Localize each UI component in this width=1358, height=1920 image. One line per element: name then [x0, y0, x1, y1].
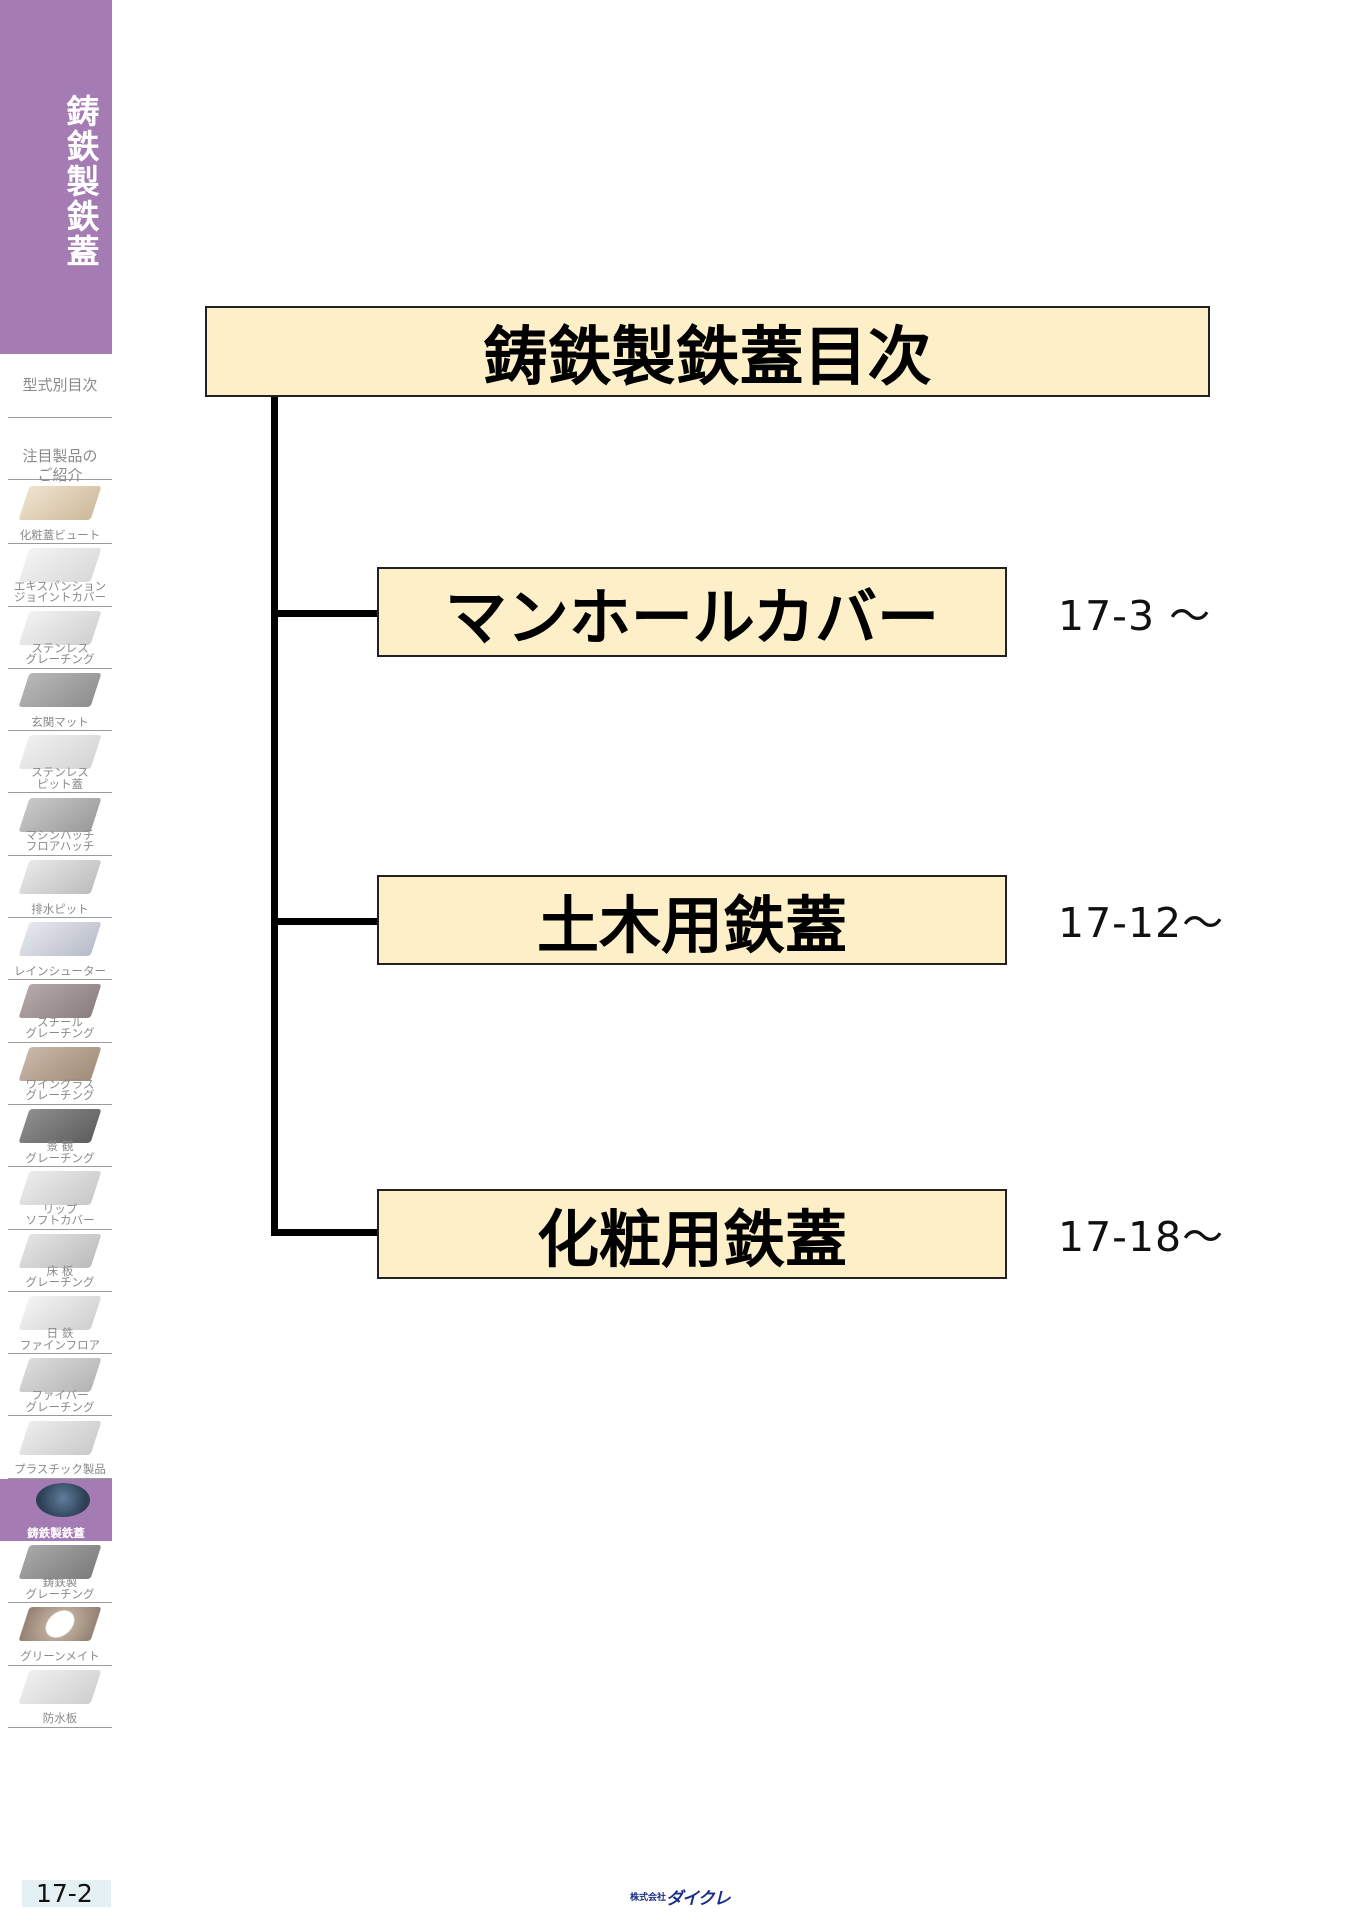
- sidebar-product-label: レインシューター: [14, 963, 106, 978]
- sidebar-product-item[interactable]: スチール グレーチング: [8, 980, 112, 1043]
- page-number: 17-2: [22, 1880, 111, 1907]
- sidebar-product-item[interactable]: 防水板: [8, 1666, 112, 1728]
- toc-entry-civil-iron-cover[interactable]: 土木用鉄蓋: [377, 875, 1007, 965]
- sidebar-product-label: リップ ソフトカバー: [25, 1201, 95, 1228]
- product-thumbnail-icon: [18, 984, 102, 1019]
- sidebar-product-label: 鋳鉄製鉄蓋: [27, 1525, 85, 1540]
- toc-page-ref: 17-12～: [1058, 899, 1225, 947]
- product-thumbnail-icon: [18, 1233, 102, 1268]
- sidebar-product-item[interactable]: マシンハッチ フロアハッチ: [8, 794, 112, 856]
- sidebar-product-label: 玄関マット: [31, 714, 89, 729]
- sidebar-product-label: 景 観 グレーチング: [25, 1139, 95, 1165]
- sidebar-product-label: ワイングラス グレーチング: [25, 1076, 95, 1103]
- sidebar-product-label: グリーンメイト: [20, 1649, 100, 1664]
- sidebar-product-item[interactable]: プラスチック製品: [8, 1417, 112, 1479]
- toc-entry-decorative-iron-cover[interactable]: 化粧用鉄蓋: [377, 1189, 1007, 1279]
- product-thumbnail-icon: [18, 1171, 102, 1206]
- sidebar-product-label: マシンハッチ フロアハッチ: [25, 827, 95, 854]
- product-thumbnail-icon: [18, 1046, 102, 1081]
- sidebar-product-item[interactable]: レインシューター: [8, 918, 112, 981]
- sidebar-product-item[interactable]: ステンレス ピット蓋: [8, 731, 112, 794]
- sidebar-product-item[interactable]: 床 板 グレーチング: [8, 1230, 112, 1292]
- company-logo: 株式会社ダイクレ: [630, 1884, 740, 1909]
- sidebar-section-header: 鋳鉄製鉄蓋: [0, 0, 112, 354]
- sidebar-product-item[interactable]: エキスパンション ジョイントカバー: [8, 544, 112, 607]
- sidebar-menu-label: 型式別目次: [22, 376, 98, 394]
- product-thumbnail-icon: [18, 1109, 102, 1143]
- sidebar-product-item[interactable]: 日 鉄 ファインフロア: [8, 1292, 112, 1355]
- sidebar-section-title: 鋳鉄製鉄蓋: [61, 93, 100, 269]
- sidebar-product-label: 防水板: [42, 1711, 78, 1726]
- tree-trunk-line: [271, 397, 278, 1233]
- product-thumbnail-icon: [18, 1420, 102, 1455]
- page-title: 鋳鉄製鉄蓋目次: [205, 306, 1210, 397]
- sidebar-product-label: ファイバー グレーチング: [25, 1388, 95, 1414]
- sidebar-menu-featured[interactable]: 注目製品の ご紹介: [8, 418, 112, 484]
- product-thumbnail-icon: [18, 922, 102, 957]
- product-thumbnail-icon: [18, 486, 102, 520]
- sidebar-menu-type-index[interactable]: 型式別目次: [8, 366, 112, 418]
- product-thumbnail-icon: [18, 1607, 102, 1642]
- product-thumbnail-icon: [18, 1295, 102, 1330]
- company-name: ダイクレ: [666, 1889, 731, 1909]
- sidebar-product-label: 床 板 グレーチング: [25, 1263, 95, 1290]
- tree-branch-line: [271, 918, 379, 925]
- sidebar-product-item[interactable]: 鋳鉄製 グレーチング: [8, 1541, 112, 1604]
- sidebar-product-item[interactable]: ファイバー グレーチング: [8, 1354, 112, 1417]
- sidebar-product-item[interactable]: 玄関マット: [8, 669, 112, 732]
- sidebar-product-item[interactable]: 化粧蓋ビュート: [8, 482, 112, 545]
- sidebar-product-item[interactable]: 景 観 グレーチング: [8, 1105, 112, 1168]
- sidebar-product-item[interactable]: ステンレス グレーチング: [8, 607, 112, 669]
- tree-branch-line: [271, 1229, 379, 1236]
- product-thumbnail-icon: [18, 797, 102, 832]
- product-thumbnail-icon: [36, 1482, 90, 1517]
- product-thumbnail-icon: [18, 735, 102, 770]
- sidebar-product-label: 排水ピット: [31, 901, 89, 916]
- sidebar-product-item[interactable]: リップ ソフトカバー: [8, 1167, 112, 1230]
- toc-page-ref: 17-18～: [1058, 1213, 1225, 1261]
- product-thumbnail-icon: [18, 859, 102, 894]
- tree-branch-line: [271, 610, 379, 617]
- sidebar-product-item[interactable]: 排水ピット: [8, 856, 112, 919]
- sidebar-product-label: ステンレス ピット蓋: [31, 765, 89, 791]
- product-thumbnail-icon: [18, 610, 102, 645]
- sidebar-product-label: エキスパンション ジョイントカバー: [13, 578, 107, 605]
- sidebar-product-label: ステンレス グレーチング: [25, 640, 95, 667]
- toc-page-ref: 17-3 ～: [1058, 592, 1212, 640]
- product-thumbnail-icon: [18, 548, 102, 583]
- sidebar-product-item[interactable]: グリーンメイト: [8, 1603, 112, 1666]
- sidebar-product-item[interactable]: ワイングラス グレーチング: [8, 1043, 112, 1105]
- toc-entry-manhole-cover[interactable]: マンホールカバー: [377, 567, 1007, 657]
- company-prefix: 株式会社: [630, 1893, 667, 1903]
- sidebar-product-label: スチール グレーチング: [25, 1014, 95, 1041]
- sidebar-product-item[interactable]: 鋳鉄製鉄蓋: [0, 1478, 112, 1542]
- sidebar-product-label: 日 鉄 ファインフロア: [19, 1326, 101, 1352]
- sidebar-menu-label: 注目製品の ご紹介: [22, 447, 98, 484]
- sidebar-product-label: 鋳鉄製 グレーチング: [25, 1575, 95, 1601]
- product-thumbnail-icon: [18, 1358, 102, 1393]
- sidebar-product-label: プラスチック製品: [14, 1462, 106, 1477]
- product-thumbnail-icon: [18, 1669, 102, 1704]
- product-thumbnail-icon: [18, 672, 102, 707]
- sidebar-product-label: 化粧蓋ビュート: [19, 527, 101, 542]
- product-thumbnail-icon: [18, 1545, 102, 1580]
